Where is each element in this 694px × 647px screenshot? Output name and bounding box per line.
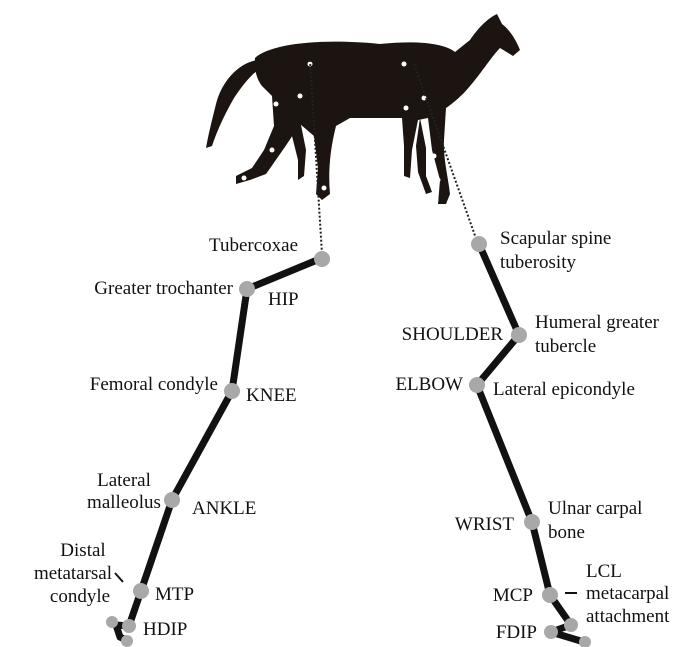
mcp-dot xyxy=(542,587,558,603)
label-humeral-1: Humeral greater xyxy=(535,312,660,333)
label-mtp: MTP xyxy=(155,584,194,605)
label-lcl-3: attachment xyxy=(586,606,670,627)
elbow-dot xyxy=(469,377,485,393)
label-fdip: FDIP xyxy=(496,622,537,643)
label-tubercoxae: Tubercoxae xyxy=(209,235,298,256)
fore-limb-segments xyxy=(477,244,584,642)
label-wrist: WRIST xyxy=(455,514,515,535)
hind-limb-segments xyxy=(116,258,322,641)
label-scapular-1: Scapular spine xyxy=(500,228,611,249)
wrist-dot xyxy=(524,514,540,530)
label-knee: KNEE xyxy=(246,385,297,406)
lcl-dot xyxy=(564,618,578,632)
label-lateral-epicondyle: Lateral epicondyle xyxy=(493,379,635,400)
shoulder-dot xyxy=(511,327,527,343)
label-lateral-malleolus-1: Lateral xyxy=(97,470,151,491)
hdip-dot xyxy=(122,619,136,633)
label-ulnar-2: bone xyxy=(548,522,585,543)
label-lcl-1: LCL xyxy=(586,561,622,582)
horse-image xyxy=(206,14,520,204)
label-distal-metatarsal-2: metatarsal xyxy=(34,563,112,584)
label-greater-trochanter: Greater trochanter xyxy=(94,278,233,299)
hoof-dot-1 xyxy=(106,616,118,628)
tubercoxae-dot xyxy=(314,251,330,267)
label-hdip: HDIP xyxy=(143,619,187,640)
label-femoral-condyle: Femoral condyle xyxy=(90,374,218,395)
hoof-dot-2 xyxy=(121,635,133,647)
label-scapular-2: tuberosity xyxy=(500,252,576,273)
label-mcp: MCP xyxy=(493,585,533,606)
label-lcl-2: metacarpal xyxy=(586,583,669,604)
label-shoulder: SHOULDER xyxy=(402,324,504,345)
label-hip: HIP xyxy=(268,289,299,310)
label-distal-metatarsal-1: Distal xyxy=(60,540,105,561)
label-ankle: ANKLE xyxy=(192,498,256,519)
label-distal-metatarsal-3: condyle xyxy=(50,586,110,607)
ankle-dot xyxy=(164,492,180,508)
mtp-dot xyxy=(133,583,149,599)
label-lateral-malleolus-2: malleolus xyxy=(87,492,161,513)
scapular-dot xyxy=(471,236,487,252)
distal-metatarsal-leader xyxy=(115,573,123,582)
hip-dot xyxy=(239,281,255,297)
label-elbow: ELBOW xyxy=(395,374,463,395)
label-humeral-2: tubercle xyxy=(535,336,596,357)
knee-dot xyxy=(224,383,240,399)
label-ulnar-1: Ulnar carpal xyxy=(548,498,642,519)
fdip-dot xyxy=(544,625,558,639)
